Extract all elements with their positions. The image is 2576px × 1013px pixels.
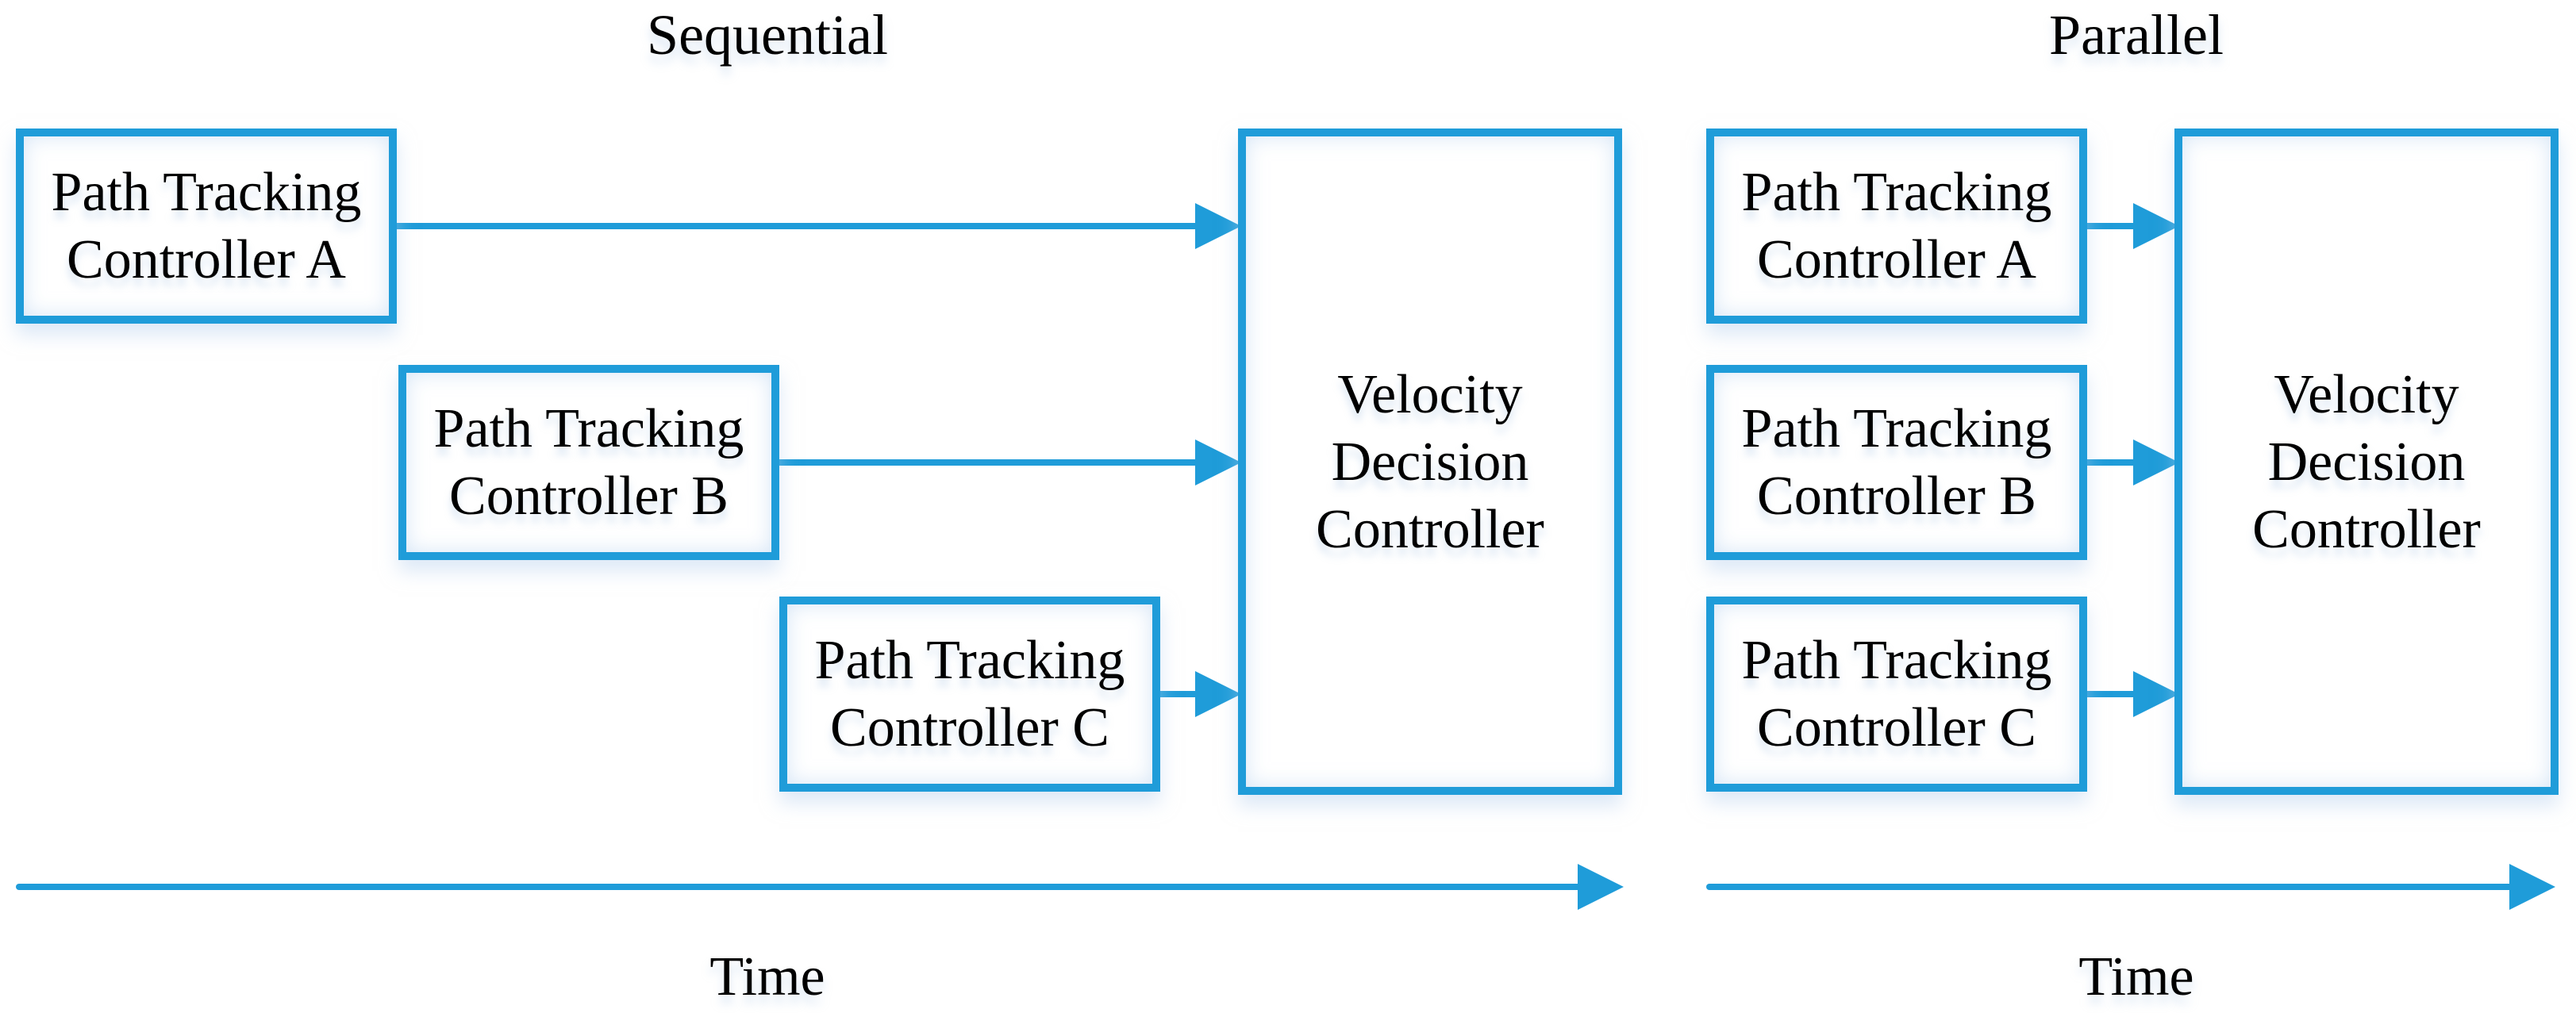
box-label: Path Tracking Controller C [814,630,1125,758]
seq-arrow-b-to-vdc [776,439,1241,485]
seq-time-axis-arrow [16,864,1624,910]
seq-box-path-tracking-controller-b: Path Tracking Controller B [398,365,779,560]
par-box-path-tracking-controller-c: Path Tracking Controller C [1706,597,2087,792]
seq-arrow-c-to-vdc [1157,671,1241,717]
box-label: Path Tracking Controller B [433,398,744,527]
seq-box-path-tracking-controller-c: Path Tracking Controller C [779,597,1160,792]
par-box-velocity-decision-controller: Velocity Decision Controller [2174,129,2559,795]
par-time-label: Time [2078,946,2194,1007]
par-box-path-tracking-controller-b: Path Tracking Controller B [1706,365,2087,560]
par-arrow-b-to-vdc [2084,439,2179,485]
parallel-section-title: Parallel [2049,3,2224,67]
par-arrow-a-to-vdc [2084,203,2179,249]
par-box-path-tracking-controller-a: Path Tracking Controller A [1706,129,2087,324]
box-label: Path Tracking Controller A [1741,162,2052,290]
seq-arrow-a-to-vdc [394,203,1241,249]
par-time-axis-arrow [1706,864,2555,910]
box-label: Path Tracking Controller B [1741,398,2052,527]
box-label: Velocity Decision Controller [2252,363,2481,560]
seq-box-velocity-decision-controller: Velocity Decision Controller [1238,129,1622,795]
box-label: Velocity Decision Controller [1316,363,1544,560]
seq-time-label: Time [709,946,825,1007]
box-label: Path Tracking Controller A [51,162,362,290]
box-label: Path Tracking Controller C [1741,630,2052,758]
sequential-section-title: Sequential [647,3,888,67]
par-arrow-c-to-vdc [2084,671,2179,717]
seq-box-path-tracking-controller-a: Path Tracking Controller A [16,129,397,324]
